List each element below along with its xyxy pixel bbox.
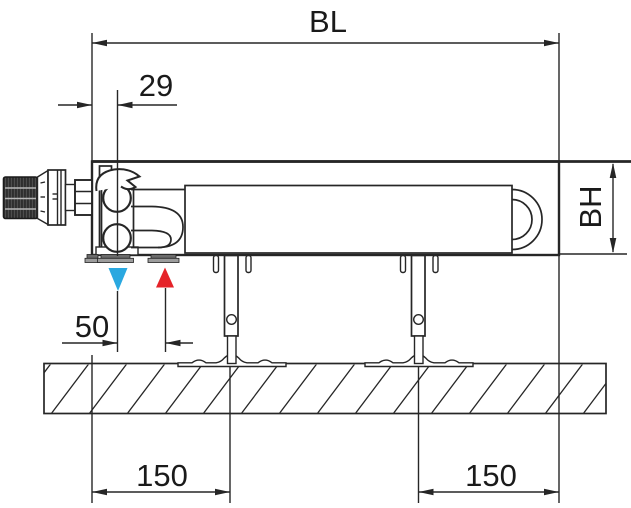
pipe-bend-inner bbox=[151, 229, 172, 249]
return-bend-inner-arc bbox=[511, 198, 533, 241]
valve-neck bbox=[64, 183, 76, 212]
thermostat-collar bbox=[47, 169, 67, 226]
union-nut bbox=[74, 179, 93, 216]
leg-lower-strip bbox=[226, 335, 237, 365]
dim-label-foot-right: 150 bbox=[465, 458, 517, 493]
radiator-foot-right bbox=[364, 254, 474, 368]
arrowhead bbox=[92, 39, 107, 47]
dim-label-valve-offset: 29 bbox=[139, 68, 173, 103]
arrowhead bbox=[165, 339, 181, 347]
arrowhead bbox=[215, 488, 230, 496]
dim-label-bl: BL bbox=[309, 4, 347, 39]
arrowhead bbox=[609, 238, 617, 253]
connection-stub bbox=[86, 254, 99, 259]
radiator-foot-left bbox=[177, 254, 287, 368]
floor-hatch bbox=[44, 364, 606, 413]
arrowhead bbox=[544, 39, 559, 47]
floor-section bbox=[43, 362, 607, 415]
leg-adjustment-hole bbox=[225, 314, 237, 326]
heating-panel bbox=[184, 184, 513, 254]
scale-tick bbox=[40, 210, 46, 213]
dim-label-connection-spacing: 50 bbox=[75, 309, 109, 344]
supply-flow-marker-up-triangle bbox=[156, 267, 174, 288]
floor-band bbox=[43, 362, 607, 415]
arrowhead bbox=[102, 339, 118, 347]
dimension-annotations: BL 29 50 BH 150 150 bbox=[58, 4, 627, 503]
arrowhead bbox=[609, 163, 617, 178]
pipe-bend-outer bbox=[151, 205, 184, 249]
hook-tab bbox=[212, 254, 220, 274]
scale-tick bbox=[40, 181, 46, 184]
return-flow-marker-down-triangle bbox=[108, 268, 128, 291]
arrowhead bbox=[92, 488, 107, 496]
arrowhead bbox=[418, 488, 434, 496]
arrowhead bbox=[77, 101, 92, 109]
dim-label-foot-left: 150 bbox=[136, 458, 188, 493]
return-connection-flange bbox=[97, 257, 134, 263]
supply-connection-flange bbox=[147, 257, 180, 263]
arrowhead bbox=[117, 101, 133, 109]
return-connection-stub bbox=[100, 254, 131, 259]
return-bend-outer-arc bbox=[511, 188, 543, 251]
arrowhead bbox=[544, 488, 559, 496]
hook-tab bbox=[245, 254, 252, 274]
supply-connection-stub bbox=[150, 254, 177, 259]
radiator-body bbox=[90, 160, 631, 257]
dim-label-bh: BH bbox=[573, 185, 608, 228]
